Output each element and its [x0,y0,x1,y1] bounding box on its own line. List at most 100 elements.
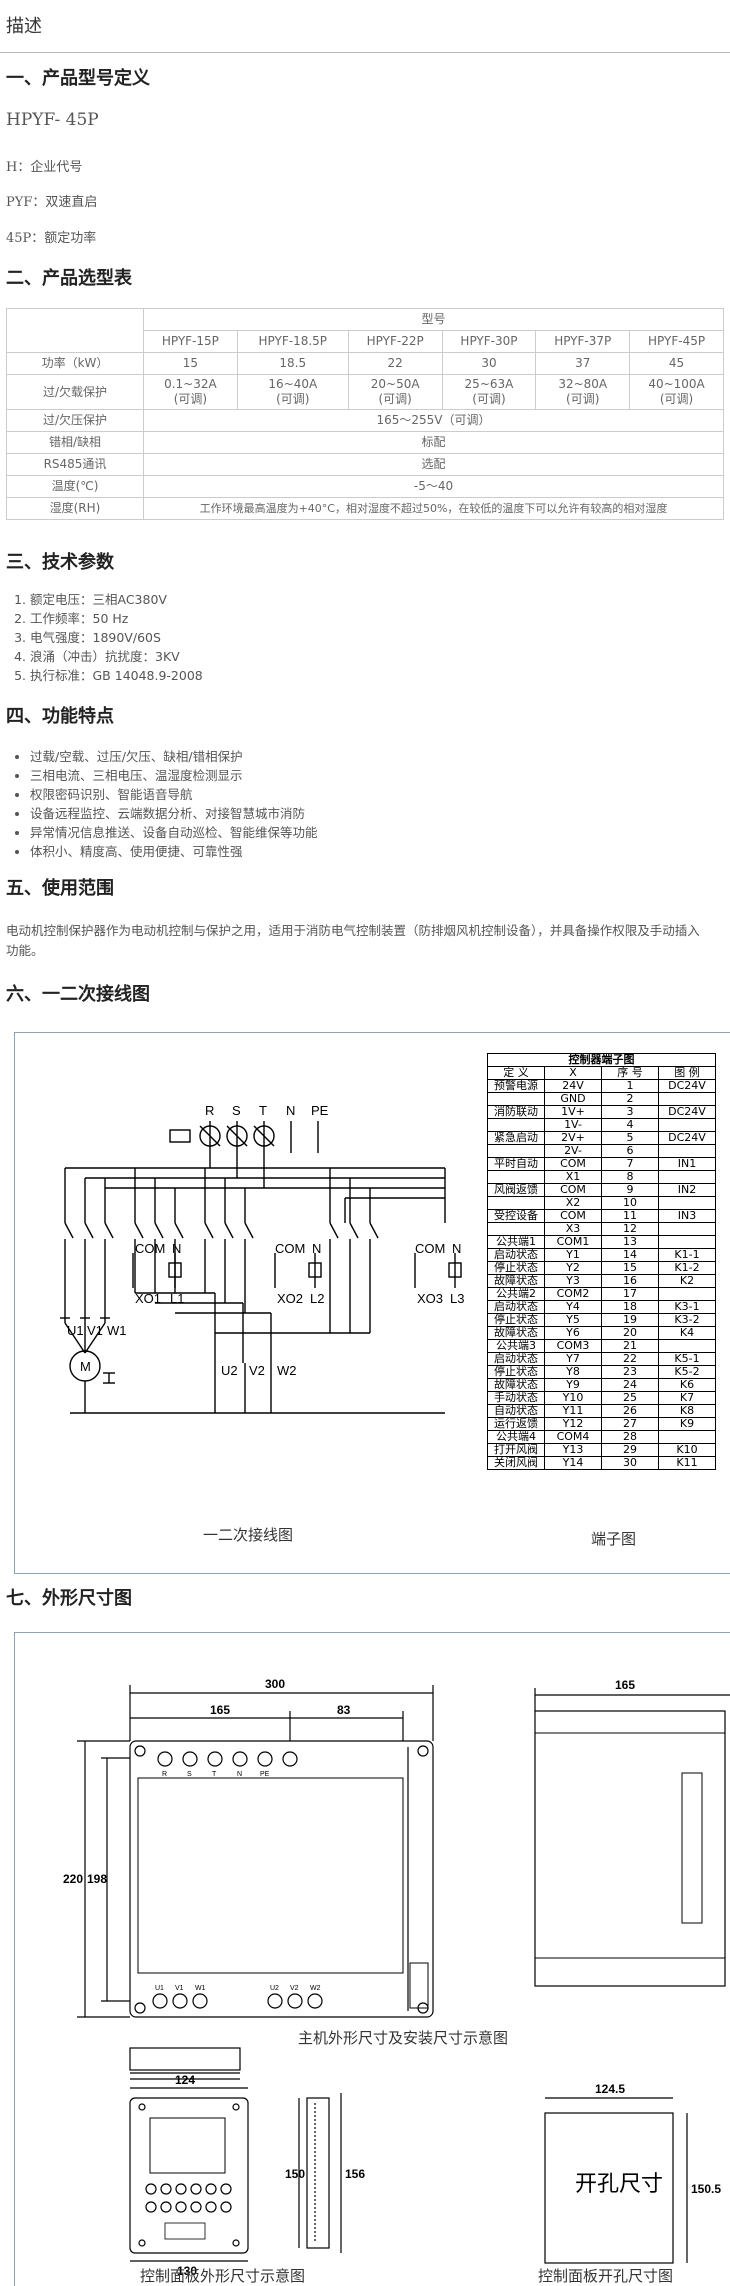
dim-198: 198 [87,1872,107,1886]
table-cell: 公共端1 [487,1235,545,1249]
table-cell: 27 [601,1417,659,1431]
table-cell: 标配 [143,431,724,454]
terminal-label: U1 [155,1985,164,1992]
table-cell: Y2 [544,1261,602,1275]
table-cell: 运行返馈 [487,1417,545,1431]
tab-description[interactable]: 描述 [6,16,42,37]
table-cell: Y7 [544,1352,602,1366]
table-cell: 18.5 [236,352,349,375]
row-label: 过/欠载保护 [6,374,144,410]
table-cell: K5-2 [658,1365,716,1379]
table-cell: Y11 [544,1404,602,1418]
table-cell: 10 [601,1196,659,1210]
model-cell: HPYF-15P [143,330,238,353]
section-title-wiring: 六、一二次接线图 [6,984,150,1005]
table-cell: IN2 [658,1183,716,1197]
table-cell: K3-1 [658,1300,716,1314]
table-cell: Y13 [544,1443,602,1457]
com-label: COM [415,1241,445,1256]
table-cell: 20~50A(可调) [347,374,443,410]
table-cell: 22 [601,1352,659,1366]
row-label: 功率（kW） [6,352,144,375]
adjustable-note: (可调) [378,392,412,406]
v2-label: V2 [249,1363,265,1378]
table-cell: Y10 [544,1391,602,1405]
phase-label: T [259,1103,267,1118]
table-cell: COM [544,1183,602,1197]
table-cell: 7 [601,1157,659,1171]
table-cell: 1 [601,1079,659,1093]
list-item: 电气强度：1890V/60S [30,628,203,647]
table-cell: 3 [601,1105,659,1119]
table-cell: Y12 [544,1417,602,1431]
terminal-label: V1 [175,1985,184,1992]
features-list: 过载/空载、过压/欠压、缺相/错相保护 三相电流、三相电压、温湿度检测显示 权限… [6,747,318,861]
table-cell: 22 [347,352,443,375]
table-row: 定 义 X 序 号 图 例 [487,1066,716,1080]
table-cell: 13 [601,1235,659,1249]
n-label: N [172,1241,181,1256]
table-cell: 预警电源 [487,1079,545,1093]
table-cell: 26 [601,1404,659,1418]
table-cell: 16~40A(可调) [236,374,349,410]
l-label: L2 [310,1291,324,1306]
dimensions-diagram: 300 165 83 165 220 198 124 130 150 156 1… [63,1677,730,2278]
dim-150: 150 [285,2167,305,2181]
list-item: 设备远程监控、云端数据分析、对接智慧城市消防 [30,804,318,823]
table-cell: 40~100A(可调) [629,374,724,410]
selection-table: 型号 HPYF-15P HPYF-18.5P HPYF-22P HPYF-30P… [6,308,724,520]
table-cell: Y1 [544,1248,602,1262]
adjustable-note: (可调) [566,392,600,406]
w1-label: W1 [107,1323,127,1338]
table-cell: 37 [535,352,631,375]
section-title-dimensions: 七、外形尺寸图 [6,1588,132,1609]
table-cell: 4 [601,1118,659,1132]
table-cell: Y9 [544,1378,602,1392]
table-cell: 16 [601,1274,659,1288]
wiring-diagram-box: R S T N PE COM N COM N COM N XO1 L1 XO2 … [14,1032,730,1574]
table-row: 型号 [6,308,724,353]
table-cell: X2 [544,1196,602,1210]
table-cell: Y6 [544,1326,602,1340]
dim-130: 130 [177,2264,197,2278]
list-item: 工作频率：50 Hz [30,609,203,628]
table-cell: 自动状态 [487,1404,545,1418]
tech-params-list: 额定电压：三相AC380V 工作频率：50 Hz 电气强度：1890V/60S … [6,590,203,685]
v1-label: V1 [87,1323,103,1338]
table-row: RS485通讯 选配 [6,453,724,476]
table-cell: 1V- [544,1118,602,1132]
table-cell: 24 [601,1378,659,1392]
list-item: 过载/空载、过压/欠压、缺相/错相保护 [30,747,318,766]
table-cell: 故障状态 [487,1274,545,1288]
table-cell: Y4 [544,1300,602,1314]
table-cell: 23 [601,1365,659,1379]
table-cell [6,308,144,353]
cutout-label: 开孔尺寸 [575,2172,663,2197]
list-item: 浪涌（冲击）抗扰度：3KV [30,647,203,666]
table-cell: 32~80A(可调) [535,374,631,410]
table-cell: 停止状态 [487,1261,545,1275]
n-label: N [312,1241,321,1256]
table-cell [658,1430,716,1444]
table-cell: 启动状态 [487,1352,545,1366]
table-cell: 0.1~32A(可调) [143,374,238,410]
terminal-label: V2 [290,1985,299,1992]
table-cell: 8 [601,1170,659,1184]
table-cell: K10 [658,1443,716,1457]
terminal-header: 定 义 [487,1066,545,1080]
table-cell: COM [544,1157,602,1171]
table-cell: 受控设备 [487,1209,545,1223]
terminal-header: 图 例 [658,1066,716,1080]
table-cell: 14 [601,1248,659,1262]
table-cell: Y3 [544,1274,602,1288]
